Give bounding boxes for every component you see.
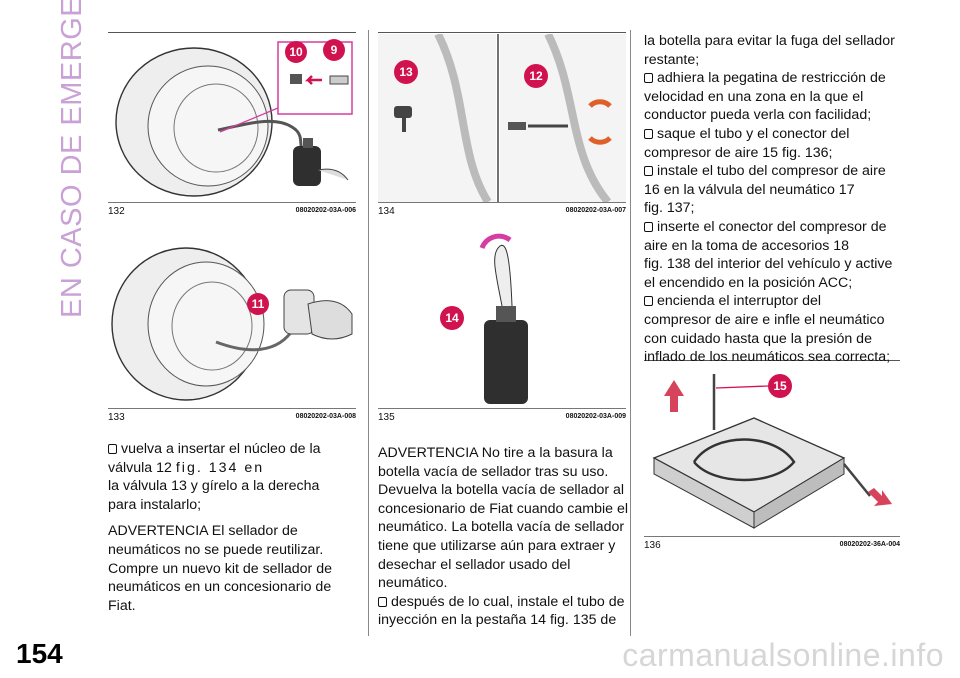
figure-code: 08020202-36A-004 [839, 541, 900, 548]
figure-136: 15 136 08020202-36A-004 [644, 360, 900, 554]
figure-number: 132 [108, 206, 125, 217]
warning-text: ADVERTENCIA No tire a la basura la [378, 445, 613, 461]
callout-label: 11 [252, 297, 265, 311]
callout-15 [768, 374, 792, 398]
column-divider [368, 30, 369, 636]
figure-135-illustration: 14 [440, 233, 528, 404]
checkbox-icon [378, 596, 387, 607]
figure-132: 10 9 132 08020202-03A-006 [108, 32, 356, 220]
bullet-item: encienda el interruptor del [644, 292, 906, 311]
figure-136-illustration: 15 [652, 374, 892, 529]
col3-text: la botella para evitar la fuga del sella… [644, 32, 906, 367]
bullet-item: instale el tubo del compresor de aire [644, 162, 906, 181]
checkbox-icon [644, 166, 653, 177]
figure-132-illustration: 10 9 [115, 39, 353, 197]
bullet-item: saque el tubo y el conector del [644, 125, 906, 144]
figure-code: 08020202-03A-007 [565, 207, 626, 214]
callout-label: 14 [445, 311, 459, 325]
figure-number: 135 [378, 412, 395, 423]
callout-11 [247, 293, 269, 315]
figure-135: 14 135 08020202-03A-009 [378, 222, 626, 428]
figure-code: 08020202-03A-006 [295, 207, 356, 214]
checkbox-icon [644, 128, 653, 139]
figure-134-illustration: 13 12 [378, 34, 626, 202]
bullet-item: después de lo cual, instale el tubo de [378, 593, 630, 612]
figure-133-illustration: 11 [111, 247, 353, 401]
callout-13 [394, 60, 418, 84]
col2-text: ADVERTENCIA No tire a la basura la botel… [378, 445, 630, 629]
figure-code: 08020202-03A-008 [295, 413, 356, 420]
callout-12 [524, 64, 548, 88]
callout-label: 12 [529, 69, 543, 83]
figure-number: 136 [644, 540, 661, 551]
callout-label: 13 [399, 65, 413, 79]
figure-number: 133 [108, 412, 125, 423]
page-number: 154 [16, 638, 63, 669]
callout-9 [323, 39, 345, 61]
column-divider [630, 30, 631, 636]
checkbox-icon [644, 73, 653, 84]
callout-label: 10 [289, 45, 303, 59]
col1-text: vuelva a insertar el núcleo de la válvul… [108, 440, 360, 615]
callout-label: 9 [331, 43, 338, 57]
watermark: carmanualsonline.info [622, 637, 944, 673]
figure-number: 134 [378, 206, 395, 217]
callout-label: 15 [773, 379, 787, 393]
callout-14 [440, 306, 464, 330]
bullet-item: vuelva a insertar el núcleo de la [108, 440, 360, 459]
figure-134: 13 12 134 08020202-03A-007 [378, 32, 626, 220]
warning-text: ADVERTENCIA El sellador de [108, 523, 298, 540]
figure-code: 08020202-03A-009 [565, 413, 626, 420]
figure-133: 11 133 08020202-03A-008 [108, 222, 356, 428]
bullet-item: adhiera la pegatina de restricción de [644, 69, 906, 88]
callout-10 [285, 41, 307, 63]
bullet-item: inserte el conector del compresor de [644, 218, 906, 237]
checkbox-icon [644, 296, 653, 307]
checkbox-icon [108, 444, 117, 454]
section-side-title: EN CASO DE EMERGENCIA [56, 0, 88, 318]
checkbox-icon [644, 221, 653, 232]
